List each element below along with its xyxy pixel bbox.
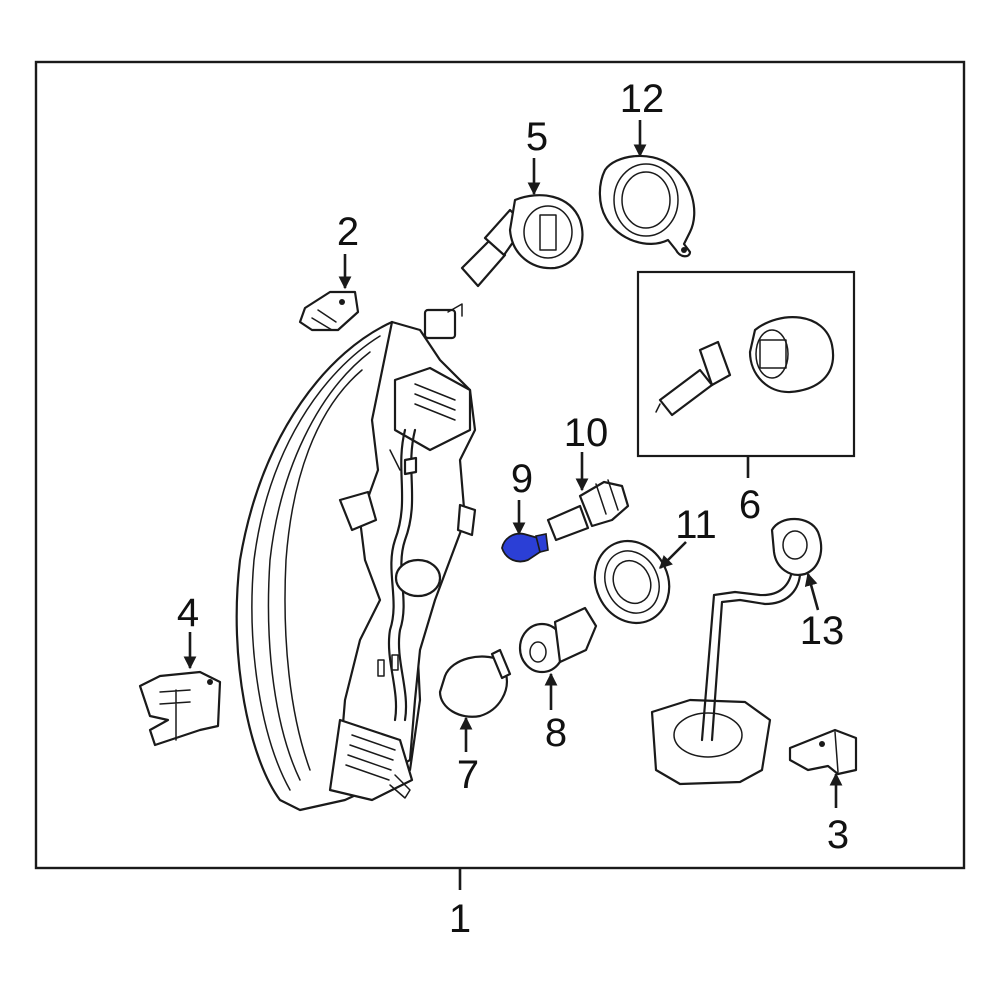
- part-8-socket[interactable]: [518, 606, 598, 674]
- part-9-bulb-glass[interactable]: [501, 532, 541, 563]
- part-4-bracket[interactable]: [138, 670, 222, 747]
- callout-numbers: 1 2 3 4 5 6 7 8 9 10 11 12 13: [177, 77, 849, 941]
- part-10-socket[interactable]: [546, 479, 630, 542]
- callout-7: 7: [457, 753, 479, 797]
- arrow-13: [804, 572, 820, 611]
- part-7-bulb[interactable]: [438, 648, 512, 718]
- arrow-11: [659, 541, 687, 569]
- callout-6: 6: [739, 483, 761, 527]
- part-11-gasket[interactable]: [582, 529, 683, 636]
- callout-9: 9: [511, 457, 533, 501]
- leader-arrows: [183, 120, 843, 808]
- assembly-frame: [34, 60, 966, 870]
- kit-box-6: [636, 270, 856, 458]
- callout-1: 1: [449, 897, 471, 941]
- callout-11: 11: [675, 503, 717, 547]
- callout-5: 5: [526, 115, 548, 159]
- part-13-wiring-harness[interactable]: [650, 517, 823, 786]
- part-9-bulb[interactable]: [501, 532, 549, 563]
- callout-13: 13: [800, 609, 845, 653]
- callout-10: 10: [564, 411, 609, 455]
- part-5-main-bulb[interactable]: [460, 194, 584, 288]
- callout-4: 4: [177, 591, 199, 635]
- part-3-bracket[interactable]: [788, 728, 858, 776]
- part-2-bracket[interactable]: [298, 290, 360, 332]
- headlamp-housing[interactable]: [235, 303, 477, 812]
- callout-2: 2: [337, 210, 359, 254]
- callout-3: 3: [827, 813, 849, 857]
- callout-12: 12: [620, 77, 665, 121]
- part-12-retaining-ring[interactable]: [598, 154, 696, 258]
- callout-8: 8: [545, 711, 567, 755]
- part-6-bulb-kit[interactable]: [655, 316, 835, 417]
